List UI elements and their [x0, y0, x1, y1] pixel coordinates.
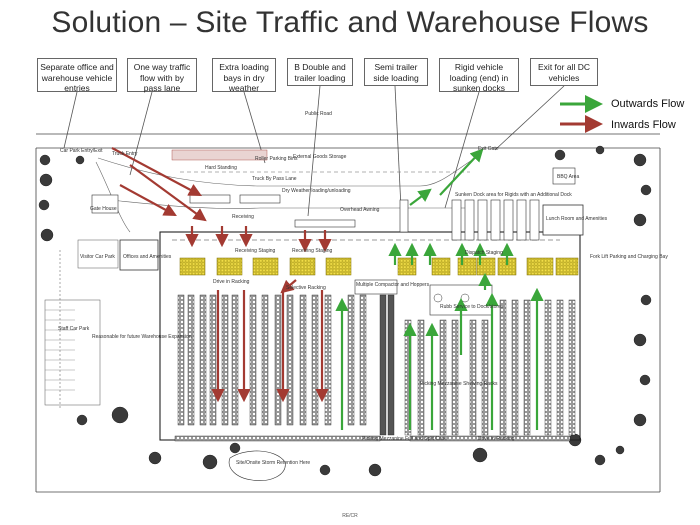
label-exit-gate: Exit Gate [478, 146, 499, 152]
loading-bays [189, 194, 409, 233]
label-offices: Offices and Amenities [123, 254, 172, 260]
label-visitor-car-park: Visitor Car Park [80, 254, 115, 260]
leader-separate [63, 91, 78, 149]
label-compactor: Multiple Compactor and Hoppers [356, 282, 430, 288]
inward-arrow [111, 147, 202, 197]
label-receiving: Receiving [232, 214, 254, 220]
leader-rigid [444, 91, 480, 209]
label-external-staging: External Goods Storage [293, 154, 347, 160]
callout-extra-loading-bays: Extra loading bays in dry weather [212, 58, 276, 93]
label-lunch-room: Lunch Room and Amenities [546, 216, 608, 222]
hard-standing-area [171, 149, 268, 161]
label-receiving-staging-right: Receiving Staging [292, 248, 333, 254]
label-shelving: Picking Mezzanine Shelving Racks [420, 381, 498, 387]
compactor-area [354, 279, 398, 295]
label-selective-racking: Selective Racking [286, 285, 326, 291]
lunch-room [542, 204, 584, 236]
footer-code: RE/CR [342, 513, 358, 519]
label-roller-parking: Roller Parking Bins [255, 156, 298, 162]
callout-separate-entries: Separate office and warehouse vehicle en… [37, 58, 117, 93]
callout-b-double: B Double and trailer loading [287, 58, 353, 86]
label-rubb: Rubb Service to Dock/stores [440, 304, 504, 310]
inward-arrow [280, 279, 297, 294]
label-truck-bypass: Truck By Pass Lane [252, 176, 297, 182]
sunken-docks [451, 199, 540, 241]
leader-exit [494, 85, 565, 151]
callout-one-way-flow: One way traffic flow with by pass lane [127, 58, 197, 93]
callout-semi-trailer: Semi trailer side loading [364, 58, 428, 86]
label-car-park-entry: Car Park Entry/Exit [60, 148, 103, 154]
visitor-car-park [77, 239, 119, 269]
trees [38, 145, 652, 477]
label-hard-standing: Hard Standing [205, 165, 237, 171]
outward-arrow [409, 188, 432, 206]
legend-outwards-label: Outwards Flow [611, 98, 685, 110]
racking-rows [174, 294, 576, 442]
inward-arrow [119, 184, 177, 217]
label-receiving-staging-left: Receiving Staging [235, 248, 276, 254]
leader-bdouble [307, 85, 321, 217]
page-title: Solution – Site Traffic and Warehouse Fl… [51, 6, 649, 39]
label-gatehouse: Gate House [90, 206, 117, 212]
turning-circle [433, 293, 443, 303]
label-fork-lift: Fork Lift Parking and Charging Bay [590, 254, 668, 260]
label-drive-in-racking-right: Drive in Racking [478, 436, 515, 442]
leader-semi [394, 85, 402, 209]
label-dry-weather: Dry Weather loading/unloading [282, 188, 351, 194]
label-drive-in-racking: Drive in Racking [213, 279, 250, 285]
callout-rigid-vehicle: Rigid vehicle loading (end) in sunken do… [439, 58, 519, 93]
staging-blocks [179, 257, 579, 276]
detention-basin [228, 450, 286, 481]
label-public-road: Public Road [305, 111, 332, 117]
label-truck-entry: Truck Entry [112, 151, 138, 157]
label-picking-mezz: Picking Mezzanine Full and Split Case [362, 436, 447, 442]
label-future-expansion: Reasonable for future Warehouse Expansio… [92, 334, 192, 340]
label-overhead-awning: Overhead Awning [340, 207, 380, 213]
leader-oneway [129, 91, 153, 176]
label-site-detention: Site/Onsite Storm Retention Here [236, 460, 310, 466]
bbq-area [552, 167, 576, 185]
staff-car-park [44, 299, 101, 406]
inward-arrow [129, 164, 207, 222]
label-bbq: BBQ Area [557, 174, 579, 180]
label-staff-car-park: Staff Car Park [58, 326, 90, 332]
outward-arrow [439, 148, 484, 196]
label-dispatch-staging: Dispatch Staging [465, 250, 503, 256]
offices-amenities [119, 239, 159, 271]
callout-exit: Exit for all DC vehicles [530, 58, 598, 86]
label-sunken-dock: Sunken Dock area for Rigids with an Addi… [455, 192, 572, 198]
gatehouse [91, 194, 119, 214]
legend-inwards-label: Inwards Flow [611, 119, 676, 131]
